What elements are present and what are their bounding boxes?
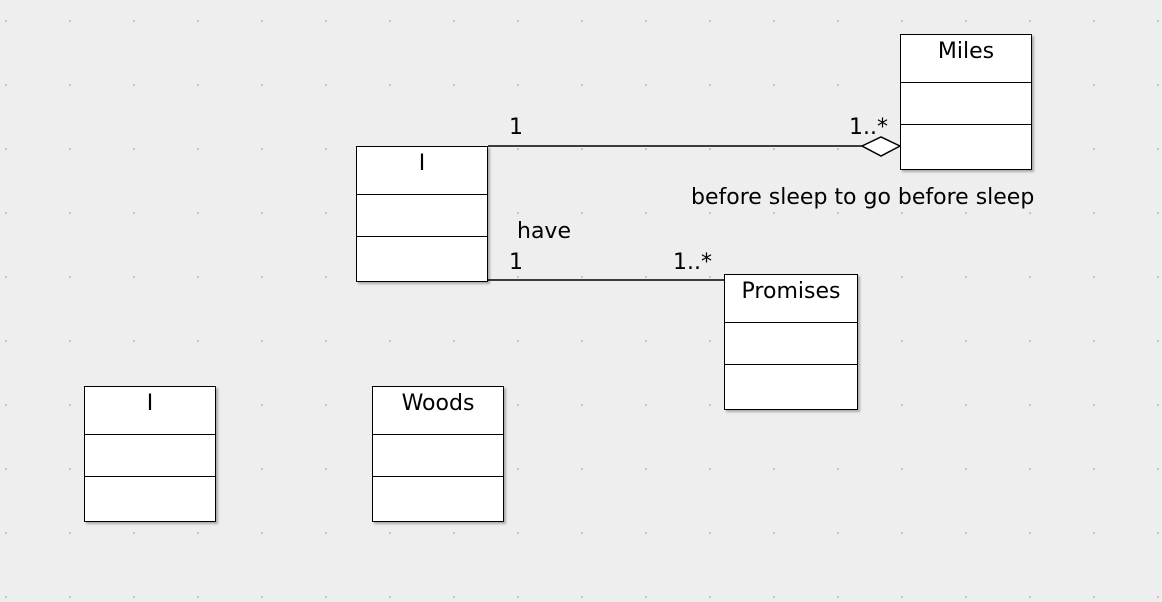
class-i-main[interactable]: I: [356, 146, 488, 282]
class-miles[interactable]: Miles: [900, 34, 1032, 170]
class-i-second[interactable]: I: [84, 386, 216, 522]
class-attributes-compartment[interactable]: [901, 83, 1031, 125]
multiplicity-label-source[interactable]: 1: [509, 115, 523, 140]
class-operations-compartment[interactable]: [357, 237, 487, 281]
class-name: Woods: [373, 387, 503, 435]
class-operations-compartment[interactable]: [725, 365, 857, 409]
role-label[interactable]: before sleep to go before sleep: [691, 185, 1035, 210]
class-attributes-compartment[interactable]: [725, 323, 857, 365]
multiplicity-label-source[interactable]: 1: [509, 250, 523, 275]
class-woods[interactable]: Woods: [372, 386, 504, 522]
aggregation-diamond: [860, 136, 902, 157]
class-name: Miles: [901, 35, 1031, 83]
class-operations-compartment[interactable]: [373, 477, 503, 521]
multiplicity-label-target[interactable]: 1..*: [673, 250, 712, 275]
class-promises[interactable]: Promises: [724, 274, 858, 410]
class-operations-compartment[interactable]: [85, 477, 215, 521]
class-name: I: [357, 147, 487, 195]
class-attributes-compartment[interactable]: [357, 195, 487, 237]
multiplicity-label-target[interactable]: 1..*: [849, 115, 888, 140]
class-attributes-compartment[interactable]: [85, 435, 215, 477]
class-name: Promises: [725, 275, 857, 323]
association-name-label[interactable]: have: [517, 219, 571, 244]
class-operations-compartment[interactable]: [901, 125, 1031, 169]
class-name: I: [85, 387, 215, 435]
class-attributes-compartment[interactable]: [373, 435, 503, 477]
